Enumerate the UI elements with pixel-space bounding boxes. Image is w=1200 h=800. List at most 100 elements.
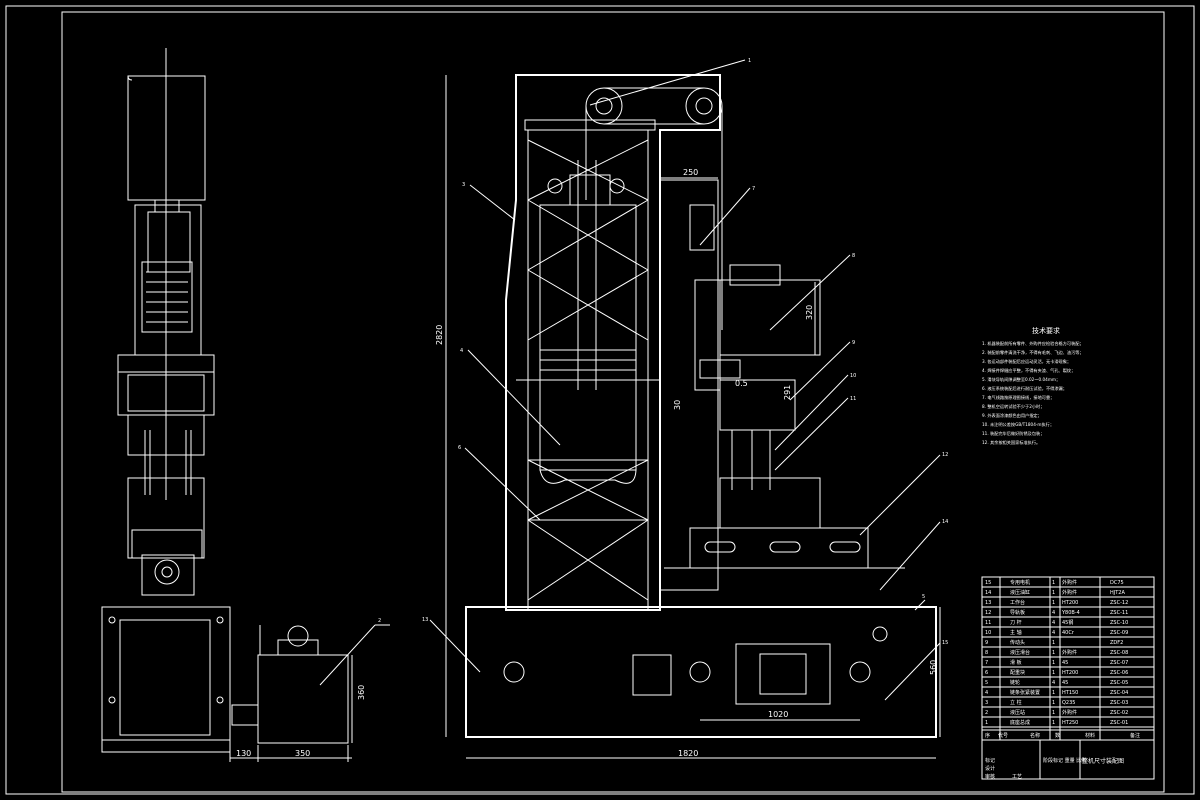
front-dimensions: 2820 250 320 0.5 291 30 1020 1820 560 (435, 75, 941, 759)
notes-line: 2. 装配前零件清洗干净，不得有毛刺、飞边、油污等； (982, 349, 1084, 356)
dim-tank-height: 360 (357, 685, 366, 700)
bom-cell-note: ZSC-01 (1110, 720, 1128, 726)
bom-cell-no: 11 (985, 620, 991, 626)
bom-cell-note: ZSC-07 (1110, 660, 1128, 666)
drawing-title: 整机尺寸装配图 (1082, 757, 1124, 765)
bom-cell-note: ZSC-05 (1110, 680, 1128, 686)
balloon-5: 5 (922, 594, 925, 600)
bom-cell-material: 外购件 (1062, 579, 1077, 586)
notes-lines: 1. 机器装配前所有零件、外购件应检验合格方可装配； 2. 装配前零件清洗干净，不… (982, 340, 1084, 446)
notes-line: 9. 外表面涂漆颜色由用户指定； (982, 412, 1042, 419)
dim-small-gap: 0.5 (735, 379, 748, 388)
dim-tank-offset: 130 (236, 749, 251, 758)
bom-cell-note: ZSC-03 (1110, 700, 1128, 706)
bom-cell-qty: 4 (1052, 620, 1055, 626)
bom-cell-material: HT250 (1062, 720, 1078, 726)
balloon-14: 14 (942, 519, 948, 525)
dim-tank-width: 350 (295, 749, 310, 758)
balloon-11: 11 (850, 396, 856, 402)
bom-header-code: 代号 (998, 732, 1008, 739)
tb-scale-labels: 阶段标记 重量 比例 (1043, 757, 1086, 764)
bom-cell-note: ZSC-10 (1110, 620, 1128, 626)
tb-label-process: 工艺 (1012, 774, 1022, 780)
bom-cell-no: 15 (985, 580, 991, 586)
dim-side-height: 320 (805, 305, 814, 320)
bom-cell-note: ZSC-09 (1110, 630, 1128, 636)
bom-cell-note: ZSC-08 (1110, 650, 1128, 656)
notes-line: 6. 液压系统装配后进行耐压试验，不得渗漏； (982, 385, 1067, 392)
bom-cell-no: 9 (985, 640, 988, 646)
balloon-12: 12 (942, 452, 948, 458)
bom-cell-material: HT200 (1062, 600, 1078, 606)
notes-line: 11. 装配完毕后做好防锈及包装； (982, 430, 1044, 437)
bom-cell-no: 13 (985, 600, 991, 606)
bom-cell-name: 底座总成 (1010, 719, 1030, 726)
balloon-2: 2 (378, 618, 381, 624)
balloon-13: 13 (422, 617, 428, 623)
bom-cell-qty: 1 (1052, 660, 1055, 666)
bom-cell-qty: 1 (1052, 600, 1055, 606)
side-dimensions: 130 350 360 2 (229, 618, 390, 762)
bom-cell-material: 45 (1062, 680, 1068, 686)
bom-cell-qty: 4 (1052, 680, 1055, 686)
notes-line: 12. 其余按相关国家标准执行。 (982, 439, 1040, 446)
bom-cell-material: 外购件 (1062, 649, 1077, 656)
bom-cell-qty: 1 (1052, 700, 1055, 706)
bom-cell-no: 5 (985, 680, 988, 686)
bom-cell-no: 4 (985, 690, 988, 696)
bom-cell-name: 专用电机 (1010, 579, 1030, 586)
bom-cell-no: 10 (985, 630, 991, 636)
bom-cell-qty: 1 (1052, 650, 1055, 656)
balloon-4: 4 (460, 348, 463, 354)
bom-cell-qty: 1 (1052, 640, 1055, 646)
bom-header-qty: 数 (1055, 732, 1060, 739)
bom-cell-name: 液压油缸 (1010, 589, 1030, 596)
balloon-10: 10 (850, 373, 856, 379)
bom-cell-material: 外购件 (1062, 589, 1077, 596)
balloon-7: 7 (752, 186, 755, 192)
bom-header-material: 材料 (1085, 732, 1095, 739)
bom-header-name: 名称 (1030, 732, 1040, 739)
bom-cell-material: 40Cr (1062, 630, 1075, 636)
bom-cell-name: 工作台 (1010, 599, 1025, 606)
bom-header-no: 序 (985, 732, 990, 739)
notes-line: 5. 滑块导轨间隙调整至0.02～0.04mm； (982, 376, 1060, 383)
bom-cell-name: 滑 板 (1010, 659, 1022, 666)
bom-cell-no: 12 (985, 610, 991, 616)
dim-total-height: 2820 (435, 325, 444, 345)
bom-header-note: 备注 (1130, 732, 1140, 739)
sheet-border (5, 5, 1195, 795)
bom-cell-note: ZSC-11 (1110, 610, 1128, 616)
bom-cell-note: ZSC-12 (1110, 600, 1128, 606)
bom-cell-name: 配重块 (1010, 669, 1025, 676)
bom-cell-material: HT200 (1062, 670, 1078, 676)
bom-cell-no: 14 (985, 590, 991, 596)
tb-label-review: 审核 (985, 773, 995, 780)
bom-cell-name: 链轮 (1010, 679, 1020, 686)
balloon-15: 15 (942, 640, 948, 646)
dim-base-inner: 1020 (768, 710, 788, 719)
bom-cell-qty: 1 (1052, 690, 1055, 696)
bom-cell-note: ZSC-04 (1110, 690, 1128, 696)
notes-line: 1. 机器装配前所有零件、外购件应检验合格方可装配； (982, 340, 1084, 347)
technical-notes: 技术要求 1. 机器装配前所有零件、外购件应检验合格方可装配；2. 装配前零件清… (982, 326, 1084, 446)
bom-cell-no: 2 (985, 710, 988, 716)
tb-label-design: 设计 (985, 765, 995, 772)
balloon-6: 6 (458, 445, 461, 451)
bom-cell-qty: 1 (1052, 720, 1055, 726)
bom-cell-name: 液压滑台 (1010, 649, 1030, 656)
bom-cell-no: 1 (985, 720, 988, 726)
notes-line: 8. 整机空运转试验不少于2小时； (982, 403, 1044, 410)
bom-cell-note: ZSC-02 (1110, 710, 1128, 716)
notes-line: 7. 电气线路按原理图接线，接地可靠； (982, 394, 1054, 401)
bom-cell-qty: 1 (1052, 670, 1055, 676)
bom-cell-no: 6 (985, 670, 988, 676)
bom-cell-note: DC75 (1110, 580, 1124, 586)
bom-cell-qty: 1 (1052, 590, 1055, 596)
bom-cell-no: 3 (985, 700, 988, 706)
bom-cell-name: 刀 杆 (1010, 619, 1022, 626)
dim-small-a: 291 (783, 385, 792, 400)
dim-base-total: 1820 (678, 749, 698, 758)
